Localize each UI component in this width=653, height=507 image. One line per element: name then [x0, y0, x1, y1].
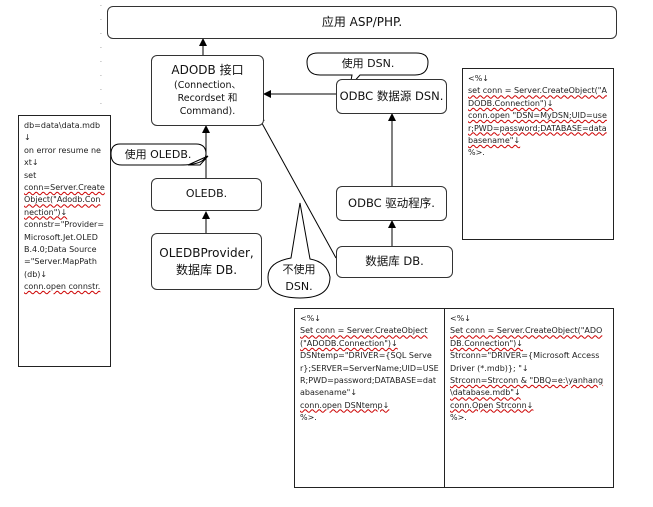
- app-box: 应用 ASP/PHP.: [107, 6, 617, 39]
- callout-use-oledb: 使用 OLEDB.: [113, 147, 203, 164]
- code-line: %>.: [300, 413, 317, 423]
- code-line: Strconn=Strconn & "DBQ=e:\yanhang\databa…: [450, 375, 604, 398]
- code-sql-server-connection: <%↓ Set conn = Server.CreateObject("ADOD…: [294, 308, 445, 488]
- odbc-dsn-box: ODBC 数据源 DSN.: [336, 79, 447, 114]
- odbc-driver-label: ODBC 驱动程序.: [348, 195, 435, 210]
- database-box: 数据库 DB.: [336, 246, 453, 278]
- callout-no-dsn-line2: DSN.: [285, 279, 313, 293]
- oledb-provider-db-label: 数据库 DB.: [175, 262, 238, 277]
- code-line: conn.open connstr.: [24, 282, 101, 292]
- callout-use-dsn-label: 使用 DSN.: [341, 57, 395, 70]
- odbc-dsn-label: ODBC 数据源 DSN.: [339, 88, 444, 103]
- database-label: 数据库 DB.: [365, 254, 424, 269]
- code-line: conn.Open Strconn↓: [450, 400, 534, 410]
- callout-use-oledb-label: 使用 OLEDB.: [124, 148, 192, 161]
- callout-use-dsn: 使用 DSN.: [310, 56, 426, 73]
- code-access-connection: <%↓ Set conn = Server.CreateObject("ADOD…: [444, 308, 614, 488]
- callout-no-dsn-shape: [267, 202, 331, 299]
- callout-no-dsn: 不使用 DSN.: [270, 262, 328, 295]
- code-line: on error resume next↓: [24, 145, 101, 168]
- code-line: Set conn = Server.CreateObject("ADODB.Co…: [450, 326, 603, 348]
- odbc-driver-box: ODBC 驱动程序.: [336, 186, 447, 221]
- app-label: 应用 ASP/PHP.: [321, 15, 403, 30]
- code-line: set conn = Server.CreateObject("ADODB.Co…: [468, 86, 607, 108]
- code-oledb-connection: db=data\data.mdb↓ on error resume next↓ …: [18, 115, 111, 367]
- code-line: db=data\data.mdb↓: [24, 121, 101, 143]
- adodb-title: ADODB 接口: [171, 63, 244, 78]
- code-line: set: [24, 170, 37, 180]
- code-line: conn=Server.CreateObject("Adodb.Connecti…: [24, 182, 105, 217]
- code-dsn-connection: <%↓ set conn = Server.CreateObject("ADOD…: [462, 68, 614, 240]
- code-line: conn.open "DSN=MyDSN;UID=user;PWD=passwo…: [468, 111, 607, 145]
- callout-no-dsn-line1: 不使用: [282, 263, 316, 276]
- code-line: connstr="Provider=Microsoft.Jet.OLEDB.4.…: [24, 220, 105, 279]
- code-line: Strconn="DRIVER={Microsoft Access Driver…: [450, 351, 600, 373]
- oledb-provider-label: OLEDBProvider,: [159, 246, 254, 261]
- link-db-adodb: [257, 115, 337, 259]
- code-line: %>.: [450, 413, 467, 423]
- adodb-subtitle: (Connection、Recordset 和 Command).: [174, 80, 241, 117]
- code-line: Set conn = Server.CreateObject("ADODB.Co…: [300, 326, 428, 348]
- code-line: <%↓: [450, 314, 472, 323]
- oledb-provider-box: OLEDBProvider, 数据库 DB.: [151, 233, 262, 290]
- adodb-box: ADODB 接口 (Connection、Recordset 和 Command…: [151, 55, 264, 126]
- code-line: conn.open DSNtemp↓: [300, 400, 390, 410]
- code-line: <%↓: [468, 74, 490, 83]
- callout-use-oledb-shape: [110, 143, 209, 166]
- code-line: <%↓: [300, 314, 322, 323]
- oledb-box: OLEDB.: [151, 178, 262, 211]
- code-line: DSNtemp="DRIVER={SQL Server};SERVER=Serv…: [300, 351, 439, 398]
- oledb-label: OLEDB.: [185, 187, 228, 201]
- code-line: %>.: [468, 148, 485, 158]
